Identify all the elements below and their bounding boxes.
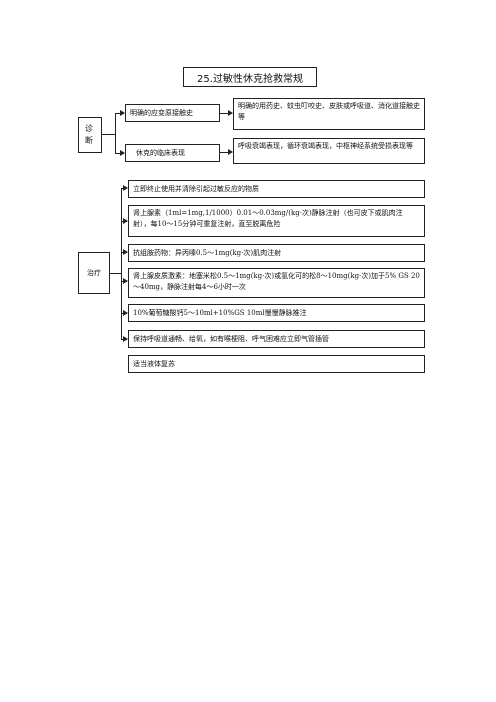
diagnosis-bracket bbox=[115, 113, 116, 153]
treatment-step-7: 适当液体复苏 bbox=[128, 355, 425, 373]
arrow-icon bbox=[120, 110, 125, 116]
page-title: 25.过敏性休克抢救常规 bbox=[183, 67, 317, 87]
diagnosis-item-2-connector bbox=[220, 152, 228, 153]
arrow-icon bbox=[123, 336, 128, 342]
treatment-step-1: 立即终止使用并清除引起过敏反应的物质 bbox=[128, 180, 425, 198]
treatment-bracket bbox=[121, 188, 122, 339]
treatment-step-6: 保持呼吸道通畅、给氧，如有喉梗阻、呼气困难应立即气管插管 bbox=[128, 330, 425, 348]
arrow-icon bbox=[123, 278, 128, 284]
diagnosis-branch-1 bbox=[115, 113, 124, 114]
arrow-icon bbox=[123, 310, 128, 316]
treatment-label: 治疗 bbox=[78, 252, 110, 294]
diagnosis-item-2-detail: 呼吸衰竭表现，循环衰竭表现，中枢神经系统受损表现等 bbox=[233, 138, 425, 164]
diagnosis-branch-2 bbox=[115, 153, 124, 154]
diagnosis-item-1-detail: 明确的用药史、蚊虫叮咬史、皮肤或呼吸道、消化道接触史等 bbox=[233, 98, 425, 130]
diagnosis-connector bbox=[102, 134, 115, 135]
arrow-icon bbox=[228, 149, 233, 155]
diagnosis-item-1-connector bbox=[220, 113, 228, 114]
treatment-step-2: 肾上腺素（1ml=1mg,1/1000）0.01～0.03mg/(kg·次)静脉… bbox=[128, 205, 425, 237]
diagnosis-item-2-label: 休克的临床表现 bbox=[125, 144, 220, 162]
arrow-icon bbox=[123, 185, 128, 191]
arrow-icon bbox=[123, 249, 128, 255]
arrow-icon bbox=[123, 218, 128, 224]
arrow-icon bbox=[120, 150, 125, 156]
treatment-connector bbox=[110, 273, 121, 274]
diagnosis-item-1-label: 明确的应变原接触史 bbox=[125, 104, 220, 122]
arrow-icon bbox=[228, 110, 233, 116]
diagnosis-label: 诊断 bbox=[78, 117, 102, 153]
treatment-step-5: 10%葡萄糖酸钙5～10ml+10%GS 10ml慢慢静脉推注 bbox=[128, 304, 425, 322]
treatment-step-3: 抗组胺药物：异丙嗪0.5～1mg(kg·次)肌肉注射 bbox=[128, 244, 425, 262]
treatment-step-4: 肾上腺皮质激素：地塞米松0.5～1mg(kg·次)或氢化可的松8～10mg(kg… bbox=[128, 268, 425, 298]
